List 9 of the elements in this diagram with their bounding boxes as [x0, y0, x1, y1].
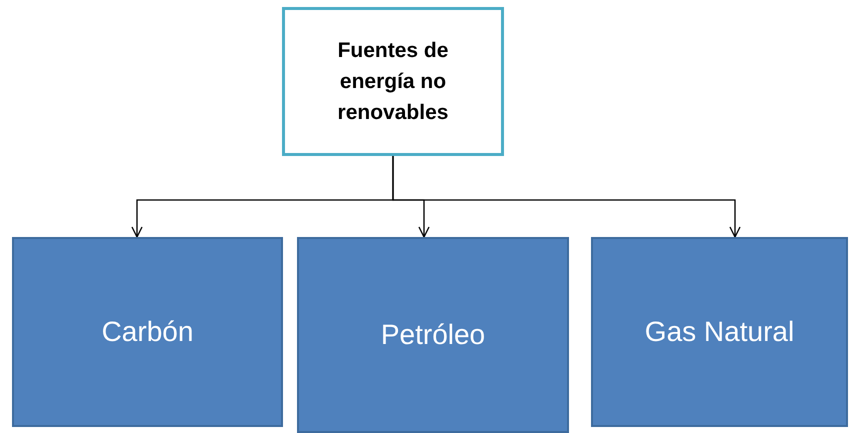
- box-label: Carbón: [102, 316, 194, 348]
- category-box: [297, 237, 569, 433]
- title-box: [282, 7, 504, 156]
- box-label: Petróleo: [380, 319, 486, 351]
- box-label: Gas Natural: [644, 316, 794, 348]
- category-box: [591, 237, 848, 427]
- arrow: [392, 156, 741, 238]
- category-box: [12, 237, 283, 427]
- box-label: Fuentes de energía no renovables: [336, 38, 450, 126]
